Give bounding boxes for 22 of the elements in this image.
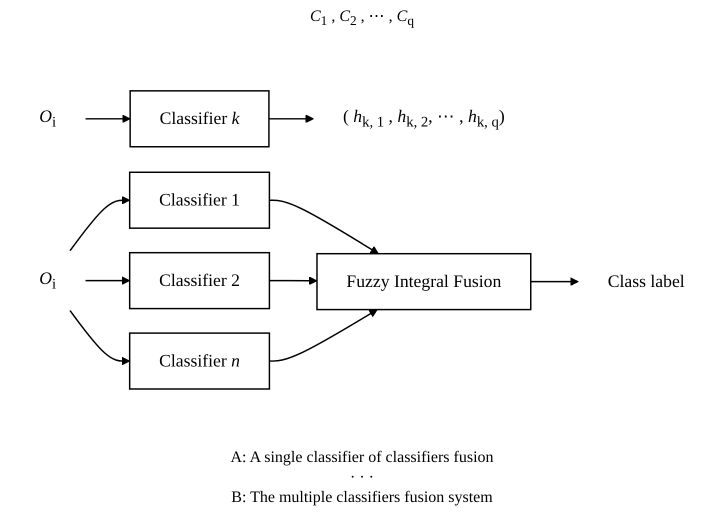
arrow [69, 310, 130, 366]
arrow [269, 276, 318, 286]
arrow [269, 309, 378, 362]
node-box: Classifier 2 [128, 252, 270, 310]
arrow [268, 114, 314, 124]
arrow [530, 278, 579, 286]
arrow [86, 114, 131, 124]
panel-caption: B: The multiple classifiers fusion system [231, 489, 493, 507]
node-text: O$_{i}$ [39, 106, 56, 131]
annotation-label: C$_{1}$ , C$_{2}$ , ⋯ , C$_{q}$ [310, 7, 414, 30]
arrow [69, 196, 130, 252]
arrow [86, 276, 130, 286]
node-text: ( h$_{k, 1}$ , h$_{k, 2}$, ⋯ , h$_{k, q}$) [342, 106, 505, 131]
node-text: Class label [608, 272, 685, 292]
node-box: Classifier 1 [128, 172, 270, 230]
node-box: Classifier n [128, 332, 270, 390]
annotation-label: · · · [350, 469, 374, 487]
node-box: Classifier k [129, 90, 270, 148]
arrow [269, 200, 379, 254]
node-box: Fuzzy Integral Fusion [316, 253, 532, 310]
panel-caption: A: A single classifier of classifiers fusion [230, 449, 494, 467]
node-text: O$_{i}$ [39, 268, 56, 293]
